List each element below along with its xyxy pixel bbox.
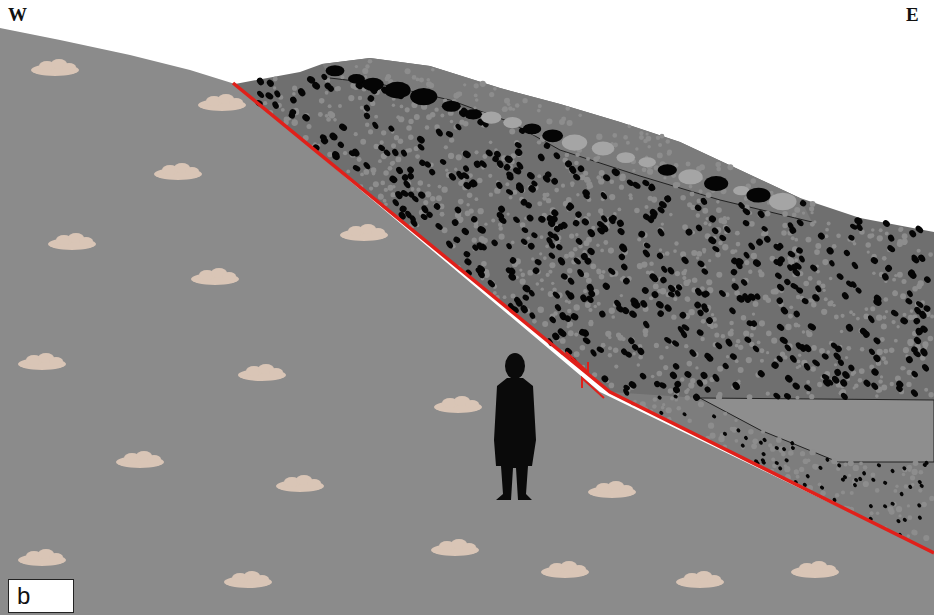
fossil	[18, 549, 66, 566]
fossil	[588, 481, 636, 498]
compass-label: E	[906, 4, 919, 26]
clasts	[254, 59, 934, 541]
fossil	[48, 233, 96, 250]
fossil	[31, 59, 79, 76]
panel-label-box: b	[8, 579, 74, 613]
fossil	[541, 561, 589, 578]
fossil	[434, 396, 482, 413]
fossil	[791, 561, 839, 578]
fossil	[191, 268, 239, 285]
conglomerate-wedge	[235, 58, 934, 553]
fossil	[116, 451, 164, 468]
compass-label: W	[8, 4, 27, 26]
fossil	[676, 571, 724, 588]
fossil	[224, 571, 272, 588]
fault-motion-arrows	[566, 352, 604, 398]
fossil	[276, 475, 324, 492]
fossil	[18, 353, 66, 370]
fossil	[238, 364, 286, 381]
panel-letter: b	[17, 582, 65, 610]
person-silhouette	[494, 353, 536, 500]
fossil	[340, 224, 388, 241]
fossil	[154, 163, 202, 180]
bedrock	[0, 28, 934, 615]
fault-line	[233, 83, 934, 553]
boulder-layer	[322, 58, 812, 222]
fossil	[431, 539, 479, 556]
fossil	[198, 94, 246, 111]
